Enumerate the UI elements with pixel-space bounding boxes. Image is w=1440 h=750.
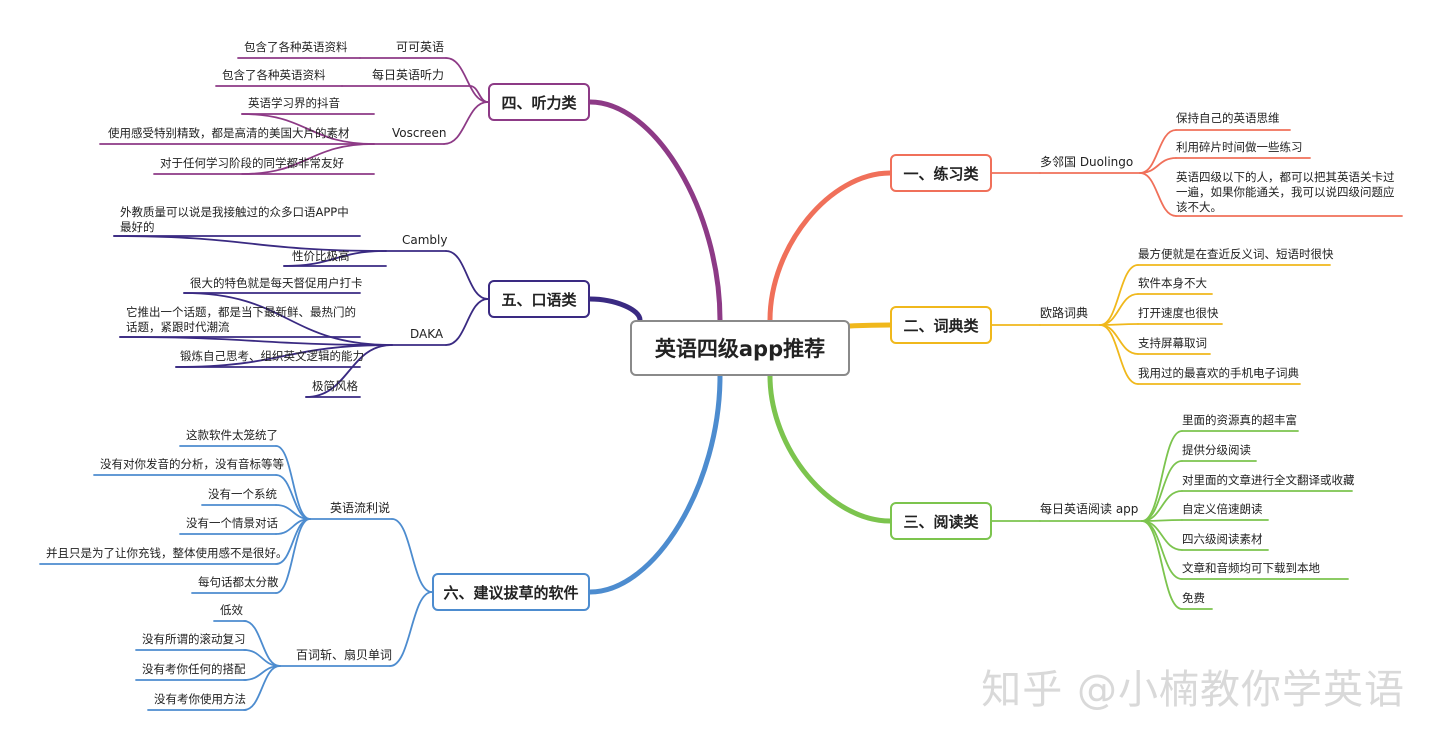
leaf-speak-2: 性价比极高 <box>292 249 350 263</box>
leaf-listen-2: 包含了各种英语资料 <box>222 68 326 82</box>
leaf-dict-3: 打开速度也很快 <box>1138 306 1219 320</box>
link-speak-app-1 <box>445 298 489 346</box>
leaf-avoid-7: 低效 <box>220 603 243 617</box>
leaf-speak-1: 外教质量可以说是我接触过的众多口语APP中最好的 <box>120 205 349 234</box>
leaf-listen-3: 英语学习界的抖音 <box>248 96 340 110</box>
app-daily-reading[interactable]: 每日英语阅读 app <box>1040 502 1139 516</box>
link-reading-leaf-3 <box>1141 519 1183 522</box>
link-avoid-app-1 <box>389 591 433 667</box>
leaf-reading-7: 免费 <box>1182 591 1205 605</box>
leaf-avoid-8: 没有所谓的滚动复习 <box>142 632 246 646</box>
link-practice-leaf-2 <box>1139 172 1177 217</box>
link-avoid-app-0 <box>391 518 433 593</box>
link-dict-leaf-1 <box>1099 293 1139 326</box>
leaf-reading-5: 四六级阅读素材 <box>1182 532 1263 546</box>
leaf-avoid-2: 没有对你发音的分析，没有音标等等 <box>100 457 284 471</box>
link-speak-leaf-5 <box>305 344 393 398</box>
app-baicizhan-shanbay[interactable]: 百词斩、扇贝单词 <box>296 648 393 662</box>
link-dict-leaf-3 <box>1099 324 1139 355</box>
watermark: 知乎 @小楠教你学英语 <box>981 667 1405 713</box>
leaf-speak-5: 锻炼自己思考、组织英文逻辑的能力 <box>180 349 364 363</box>
link-avoid-leaf-9 <box>243 665 281 711</box>
branch-dictionary[interactable]: 二、词典类 <box>890 306 992 344</box>
central-topic[interactable]: 英语四级app推荐 <box>630 320 850 376</box>
trunk-reading <box>767 373 893 524</box>
app-keke-english[interactable]: 可可英语 <box>396 40 445 54</box>
link-practice-leaf-1 <box>1139 157 1177 174</box>
trunk-listening <box>587 99 723 323</box>
leaf-speak-6: 极简风格 <box>312 379 358 393</box>
leaf-reading-4: 自定义倍速朗读 <box>1182 502 1263 516</box>
branch-speaking[interactable]: 五、口语类 <box>488 280 590 318</box>
link-speak-leaf-2 <box>183 292 393 346</box>
leaf-avoid-5: 并且只是为了让你充钱，整体使用感不是很好。 <box>46 546 288 560</box>
link-listen-app-2 <box>443 101 489 145</box>
link-reading-leaf-6 <box>1141 520 1183 610</box>
leaf-speak-4: 它推出一个话题，都是当下最新鲜、最热门的话题，紧跟时代潮流 <box>126 305 356 334</box>
leaf-listen-1: 包含了各种英语资料 <box>244 40 348 54</box>
leaf-dict-2: 软件本身不大 <box>1138 276 1207 290</box>
app-liulishuo[interactable]: 英语流利说 <box>330 501 391 515</box>
trunk-speaking <box>587 296 643 323</box>
link-listen-app-0 <box>445 57 489 103</box>
leaf-dict-5: 我用过的最喜欢的手机电子词典 <box>1138 366 1299 380</box>
leaf-avoid-6: 每句话都太分散 <box>198 575 279 589</box>
app-eudic[interactable]: 欧路词典 <box>1040 306 1089 320</box>
leaf-reading-1: 里面的资源真的超丰富 <box>1182 413 1297 427</box>
branch-practice[interactable]: 一、练习类 <box>890 154 992 192</box>
leaf-dict-1: 最方便就是在查近反义词、短语时很快 <box>1138 247 1334 261</box>
app-daka[interactable]: DAKA <box>410 327 444 341</box>
link-dict-leaf-4 <box>1099 324 1139 385</box>
branch-reading[interactable]: 三、阅读类 <box>890 502 992 540</box>
app-duolingo[interactable]: 多邻国 Duolingo <box>1040 155 1134 169</box>
leaf-practice-1: 保持自己的英语思维 <box>1176 111 1280 125</box>
link-reading-leaf-5 <box>1141 520 1183 580</box>
leaf-dict-4: 支持屏幕取词 <box>1138 336 1207 350</box>
link-listen-leaf-2 <box>241 113 375 145</box>
leaf-avoid-3: 没有一个系统 <box>208 487 277 501</box>
branch-listening[interactable]: 四、听力类 <box>488 83 590 121</box>
app-daily-listening[interactable]: 每日英语听力 <box>372 68 445 82</box>
trunk-avoid <box>587 373 723 595</box>
trunk-practice <box>767 170 893 323</box>
link-reading-leaf-0 <box>1141 430 1183 522</box>
app-voscreen[interactable]: Voscreen <box>392 126 447 140</box>
leaf-listen-5: 对于任何学习阶段的同学都非常友好 <box>160 156 344 170</box>
link-dict-leaf-2 <box>1099 323 1139 326</box>
leaf-avoid-4: 没有一个情景对话 <box>186 516 278 530</box>
link-avoid-leaf-0 <box>275 445 311 520</box>
link-speak-app-0 <box>445 250 489 300</box>
leaf-reading-2: 提供分级阅读 <box>1182 443 1251 457</box>
leaf-avoid-10: 没有考你使用方法 <box>154 692 246 706</box>
leaf-reading-6: 文章和音频均可下载到本地 <box>1182 561 1320 575</box>
leaf-avoid-9: 没有考你任何的搭配 <box>142 662 246 676</box>
link-reading-leaf-1 <box>1141 460 1183 522</box>
leaf-reading-3: 对里面的文章进行全文翻译或收藏 <box>1182 473 1355 487</box>
leaf-practice-3: 英语四级以下的人，都可以把其英语关卡过一遍，如果你能通关，我可以说四级问题应该不… <box>1176 170 1395 214</box>
app-cambly[interactable]: Cambly <box>402 233 448 247</box>
leaf-practice-2: 利用碎片时间做一些练习 <box>1176 140 1303 154</box>
leaf-speak-3: 很大的特色就是每天督促用户打卡 <box>190 276 363 290</box>
link-avoid-leaf-5 <box>275 518 311 594</box>
leaf-avoid-1: 这款软件太笼统了 <box>186 428 278 442</box>
branch-avoid-apps[interactable]: 六、建议拔草的软件 <box>432 573 590 611</box>
link-avoid-leaf-1 <box>275 474 311 520</box>
link-listen-leaf-4 <box>241 143 375 175</box>
leaf-listen-4: 使用感受特别精致，都是高清的美国大片的素材 <box>108 126 350 140</box>
link-avoid-leaf-6 <box>243 620 281 667</box>
link-speak-leaf-4 <box>175 344 393 368</box>
